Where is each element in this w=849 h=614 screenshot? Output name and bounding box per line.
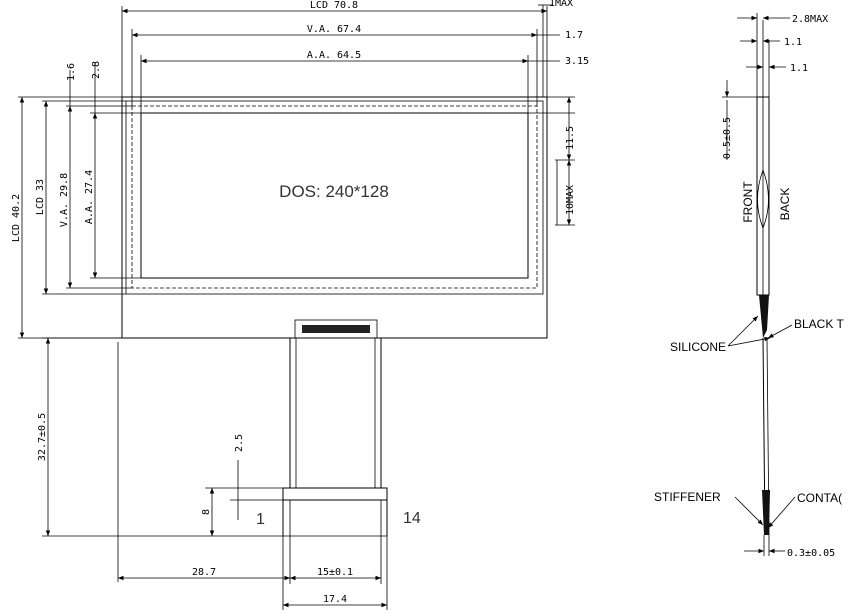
dim-2-8max: 2.8MAX — [792, 14, 828, 25]
pin-1-label: 1 — [256, 511, 265, 528]
dim-1max: 1MAX — [549, 0, 573, 9]
connector-bond — [302, 325, 370, 333]
dim-2-8: 2.8 — [91, 61, 102, 79]
black-tape-label: BLACK T — [794, 317, 844, 331]
stiffener-label: STIFFENER — [654, 490, 721, 504]
display-label: DOS: 240*128 — [279, 182, 389, 201]
dim-28-7: 28.7 — [192, 567, 216, 578]
front-view: DOS: 240*128 1 14 LCD 70.8 V.A. 67.4 A.A… — [11, 0, 589, 610]
dim-va-height: V.A. 29.8 — [59, 173, 70, 227]
dim-10max: 10MAX — [565, 185, 576, 215]
dim-fpc-pitch: 15±0.1 — [317, 567, 353, 578]
fpc-stiffener — [282, 487, 388, 501]
connector-outline — [294, 319, 378, 339]
aa-outline — [140, 112, 529, 279]
dim-8: 8 — [201, 509, 212, 515]
side-view: FRONT BACK 2.8MAX 1.1 1.1 0.5±0.5 BLACK … — [654, 13, 844, 559]
dim-lcd-height: LCD 40.2 — [11, 194, 22, 242]
dim-fpc-length: 32.7±0.5 — [37, 413, 48, 461]
dim-1-7: 1.7 — [565, 30, 583, 41]
dim-0-3: 0.3±0.05 — [787, 548, 835, 559]
bezel-outline — [125, 100, 544, 295]
black-tape — [759, 295, 769, 338]
dim-lcd-width: LCD 70.8 — [310, 0, 358, 11]
dim-1-6: 1.6 — [66, 63, 77, 81]
dim-1-1a: 1.1 — [784, 37, 802, 48]
pin-14-label: 14 — [403, 510, 421, 527]
dim-lcd33: LCD 33 — [35, 179, 46, 215]
dim-11-5: 11.5 — [565, 126, 576, 150]
va-outline — [131, 105, 538, 289]
dim-1-1b: 1.1 — [790, 63, 808, 74]
dim-0-5: 0.5±0.5 — [722, 117, 733, 159]
contact-label: CONTA( — [797, 491, 842, 505]
back-label: BACK — [778, 188, 792, 221]
side-stiffener — [762, 490, 770, 535]
dim-aa-height: A.A. 27.4 — [84, 170, 95, 224]
side-panel-bulge — [757, 168, 769, 230]
front-label: FRONT — [741, 181, 755, 223]
lcd-outline — [121, 96, 548, 339]
silicone-label: SILICONE — [670, 340, 726, 354]
dim-3-15: 3.15 — [565, 56, 589, 67]
dim-va-width: V.A. 67.4 — [307, 24, 361, 35]
dim-aa-width: A.A. 64.5 — [307, 50, 361, 61]
dim-2-5: 2.5 — [234, 434, 245, 452]
dim-fpc-width: 17.4 — [323, 594, 347, 605]
